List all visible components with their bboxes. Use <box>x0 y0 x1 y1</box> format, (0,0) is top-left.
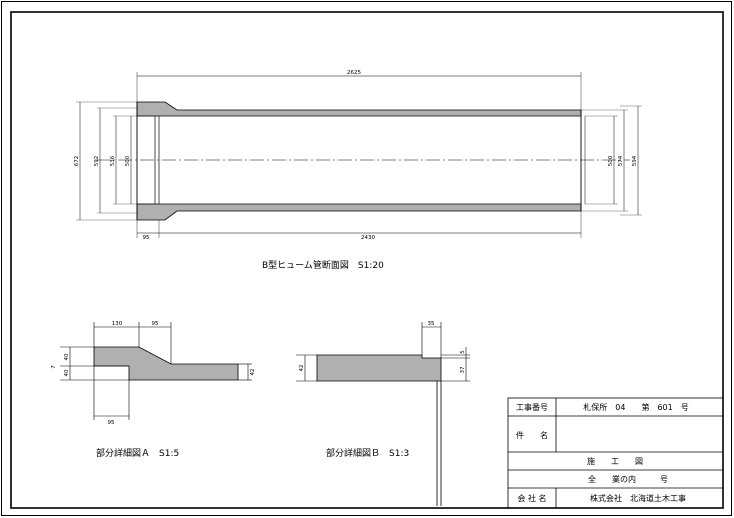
detail-a-shape <box>93 346 239 381</box>
title-block-row5-label: 会 社 名 <box>517 493 546 503</box>
detail-b-dim-42: 42 <box>299 365 305 372</box>
dim-body-length: 2430 <box>361 235 375 241</box>
title-block-row3-value: 施 工 図 <box>587 456 643 466</box>
title-block <box>507 397 724 509</box>
detail-b-caption: 部分詳細図Ｂ S1:3 <box>326 447 409 459</box>
detail-a-view <box>60 322 252 420</box>
dim-592: 592 <box>94 156 100 167</box>
dim-594: 594 <box>632 155 638 166</box>
dim-574: 574 <box>618 155 624 166</box>
main-caption: B型ヒューム管断面図 S1:20 <box>262 259 384 271</box>
title-block-row2-label: 件 名 <box>516 430 548 440</box>
detail-b-view <box>296 322 470 506</box>
detail-b-dim-5: 5 <box>460 350 466 354</box>
inner-border <box>10 11 724 509</box>
pipe-top-wall <box>136 101 582 117</box>
detail-b-shape <box>316 354 442 382</box>
dim-500-right: 500 <box>608 155 614 166</box>
detail-b-dim-35: 35 <box>428 321 435 327</box>
dim-672: 672 <box>74 156 80 167</box>
detail-a-caption: 部分詳細図Ａ S1:5 <box>96 447 179 459</box>
pipe-bottom-wall <box>136 203 582 221</box>
title-block-row5-value: 株式会社 北海道土木工事 <box>590 493 686 503</box>
pipe-section-view <box>76 72 642 238</box>
detail-a-dim-42: 42 <box>250 369 256 376</box>
detail-a-dim-40: 40 <box>64 353 70 360</box>
dim-500-left: 500 <box>125 155 131 166</box>
dim-overall-length: 2625 <box>347 70 361 76</box>
detail-a-dim-7: 7 <box>51 365 57 369</box>
detail-a-dim-40b: 40 <box>64 369 70 376</box>
dim-socket-depth: 95 <box>143 235 150 241</box>
dim-536: 536 <box>110 155 116 166</box>
detail-a-dim-130: 130 <box>112 321 123 327</box>
detail-a-dim-95-top: 95 <box>152 321 159 327</box>
title-block-row4-value: 全 業の内 号 <box>588 474 668 484</box>
title-block-row1-value: 札保所 04 第 601 号 <box>583 402 688 412</box>
detail-b-dim-37: 37 <box>460 366 466 373</box>
title-block-row1-label: 工事番号 <box>516 402 548 412</box>
detail-a-dim-95-bottom: 95 <box>108 420 115 426</box>
